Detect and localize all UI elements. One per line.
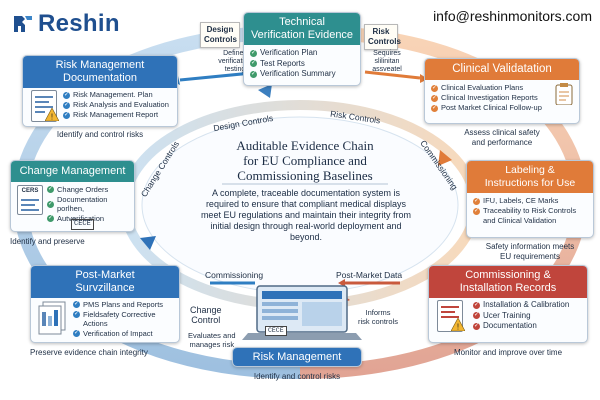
post-market-caption: Preserve evidence chain integrity <box>30 348 148 357</box>
contact-email[interactable]: info@reshinmonitors.com <box>433 8 592 24</box>
defines-label: Defines verification testing <box>218 50 252 73</box>
laptop-ce-badge: CECE <box>265 326 287 336</box>
arrow-head-right <box>438 150 452 166</box>
post-market-surveillance-card[interactable]: Post-Market Survzillance ✓PMS Plans and … <box>30 265 180 343</box>
ce-badge: CECE <box>71 219 94 230</box>
center-title: Auditable Evidence Chain for EU Complian… <box>236 138 374 183</box>
design-controls-card[interactable]: Design Controls <box>200 22 240 48</box>
check-icon: ✓ <box>73 310 80 318</box>
requires-label: Sequires slilinitan assveatel <box>372 50 402 73</box>
check-icon: ✓ <box>63 111 70 119</box>
arrow-head-left <box>140 236 156 250</box>
check-icon: ✓ <box>473 322 480 330</box>
change-control-label: Change Control <box>190 305 222 325</box>
risk-management-card[interactable]: Risk Management <box>232 347 362 367</box>
informs-label: Informs risk controls <box>358 308 399 326</box>
risk-management-documentation-card[interactable]: Risk Management Documentation ! ✓Risk Ma… <box>22 55 178 127</box>
warning-icon: ! <box>451 318 465 331</box>
check-icon: ✓ <box>47 214 54 222</box>
check-icon: ✓ <box>250 49 257 57</box>
svg-text:!: ! <box>457 323 459 332</box>
technical-verification-card[interactable]: Technical Verification Evidence ✓Verific… <box>243 12 361 86</box>
risk-documentation-header: Risk Management Documentation <box>23 56 177 88</box>
clinical-validation-card[interactable]: Clinical Validatation ✓Clinical Evaluati… <box>424 58 580 124</box>
check-icon: ✓ <box>473 312 480 320</box>
commissioning-caption: Monitor and improve over time <box>453 348 563 357</box>
risk-management-header: Risk Management <box>233 348 361 366</box>
risk-management-caption: Identify and control risks <box>253 372 341 381</box>
check-icon: ✓ <box>47 186 54 194</box>
svg-text:!: ! <box>51 113 53 122</box>
technical-verification-header: Technical Verification Evidence <box>244 13 360 45</box>
change-management-card[interactable]: Change Management CERS ✓Change Orders ✓D… <box>10 160 135 232</box>
post-market-data-label: Post-Market Data <box>336 270 403 280</box>
check-icon: ✓ <box>431 94 438 102</box>
check-icon: ✓ <box>73 329 80 337</box>
check-icon: ✓ <box>473 207 480 215</box>
labeling-card[interactable]: Labeling & Instructions for Use ✓IFU, La… <box>466 160 594 238</box>
brand-name: Reshin <box>38 10 120 37</box>
check-icon: ✓ <box>250 60 257 68</box>
commissioning-installation-card[interactable]: Commissioning & Installation Records ! ✓… <box>428 265 588 343</box>
check-icon: ✓ <box>473 301 480 309</box>
reshin-logo-icon <box>14 16 32 32</box>
risk-controls-card[interactable]: Risk Controls <box>364 24 401 50</box>
change-management-header: Change Management <box>11 161 134 182</box>
clinical-validation-header: Clinical Validatation <box>425 59 579 80</box>
check-icon: ✓ <box>73 301 80 309</box>
labeling-header: Labeling & Instructions for Use <box>467 161 593 193</box>
risk-documentation-caption: Identify and control risks <box>56 130 144 139</box>
arrow-requires <box>364 70 421 80</box>
clinical-validation-caption: Assess clinical safety and performance <box>464 128 540 147</box>
check-icon: ✓ <box>63 101 70 109</box>
warning-icon: ! <box>45 108 59 121</box>
laptop-base <box>242 333 362 340</box>
brand-logo[interactable]: Reshin <box>12 10 120 38</box>
document-icon: CERS <box>17 185 43 215</box>
arrow-head-top <box>258 84 272 98</box>
clipboard-icon <box>555 83 573 105</box>
change-management-caption: Identify and preserve <box>10 237 85 246</box>
check-icon: ✓ <box>431 84 438 92</box>
check-icon: ✓ <box>47 200 54 208</box>
check-icon: ✓ <box>473 197 480 205</box>
commissioning-header: Commissioning & Installation Records <box>429 266 587 298</box>
check-icon: ✓ <box>431 104 438 112</box>
report-stack-icon <box>38 301 66 335</box>
center-description: A complete, traceable documentation syst… <box>200 188 412 242</box>
commissioning-flow-label: Commissioning <box>205 270 264 280</box>
labeling-caption: Safety information meets EU requirements <box>485 242 575 261</box>
check-icon: ✓ <box>250 70 257 78</box>
evaluates-label: Evaluates and manages risk <box>188 331 236 349</box>
post-market-header: Post-Market Survzillance <box>31 266 179 298</box>
check-icon: ✓ <box>63 91 70 99</box>
